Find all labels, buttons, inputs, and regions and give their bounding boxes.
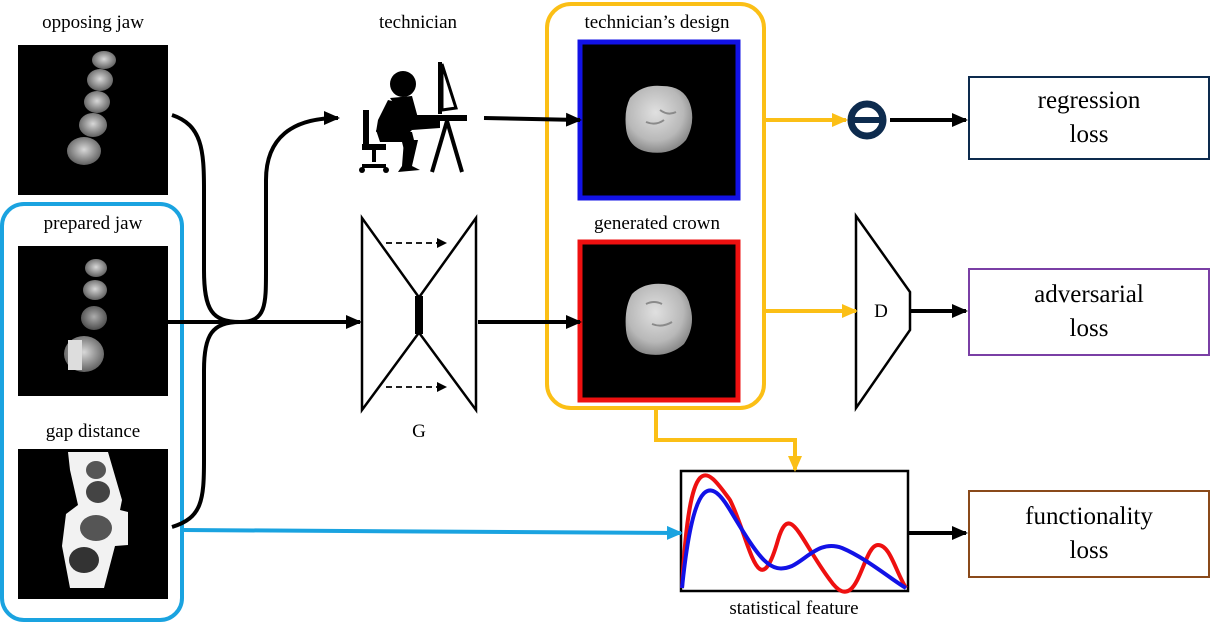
line-opposing-jaw [171, 113, 241, 324]
technicians-design-image [577, 39, 741, 201]
technicians-design-label: technician’s design [584, 12, 730, 33]
statistical-feature-label: statistical feature [729, 598, 859, 619]
functionality-loss-box: functionality loss [968, 490, 1210, 578]
opposing-jaw-image [18, 45, 168, 195]
generator-label: G [412, 421, 426, 442]
curve-red [680, 473, 908, 594]
functionality-loss-line2: loss [1069, 537, 1109, 564]
adversarial-loss-box: adversarial loss [968, 268, 1210, 356]
gap-distance-image [18, 449, 168, 599]
prepared-jaw-label: prepared jaw [43, 213, 143, 234]
generator-shape [360, 214, 478, 414]
adversarial-loss-line2: loss [1069, 315, 1109, 342]
line-to-technician [239, 111, 340, 324]
yellow-arrows [654, 113, 858, 472]
gap-distance-label: gap distance [45, 421, 141, 442]
statistical-feature-plot [679, 469, 910, 594]
opposing-jaw-label: opposing jaw [42, 12, 144, 33]
blue-arrow-gap-to-plot [181, 525, 683, 540]
prepared-jaw-image [18, 246, 168, 396]
input-merge-lines [166, 111, 968, 540]
line-technician-to-design [483, 112, 582, 127]
generated-crown-image [577, 239, 741, 403]
discriminator-shape [854, 212, 912, 413]
regression-loss-line2: loss [1069, 121, 1109, 148]
curve-blue [680, 488, 908, 590]
line-gap-distance [171, 320, 241, 529]
technician-label: technician [378, 12, 458, 33]
functionality-loss-line1: functionality [1025, 503, 1153, 530]
generated-crown-label: generated crown [593, 213, 721, 234]
discriminator-label: D [874, 301, 888, 322]
regression-loss-line1: regression [1037, 87, 1141, 114]
technician-icon [359, 62, 467, 173]
input-group-frame [0, 202, 184, 622]
regression-loss-box: regression loss [968, 76, 1210, 160]
adversarial-loss-line1: adversarial [1034, 281, 1144, 308]
minus-operator-icon [847, 100, 887, 140]
